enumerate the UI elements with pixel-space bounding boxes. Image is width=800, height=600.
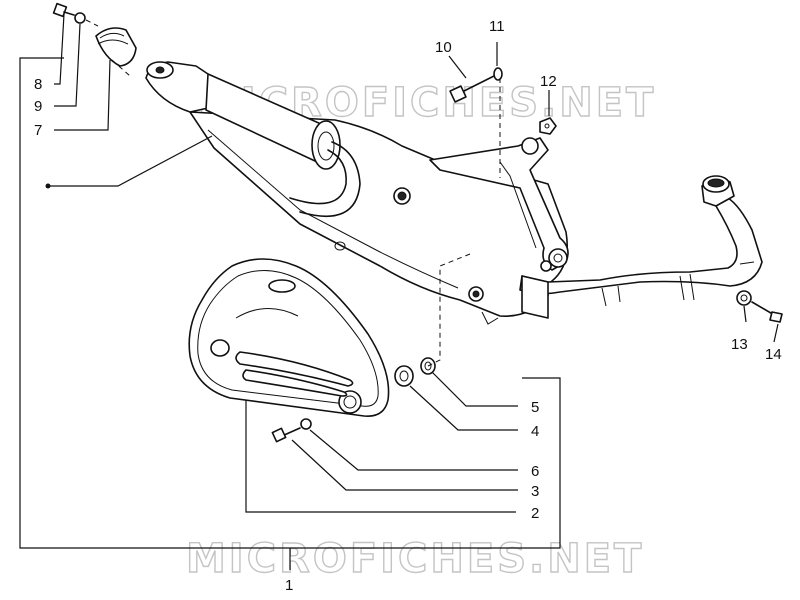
leader-lines	[19, 13, 779, 570]
heat-shield	[188, 258, 390, 417]
callout-11: 11	[489, 18, 505, 35]
callout-10: 10	[435, 39, 452, 56]
callout-5: 5	[531, 399, 539, 416]
watermark-bottom: MICROFICHES.NET	[186, 536, 644, 582]
tail-cover-parts	[52, 2, 137, 67]
screw-washer-shield	[271, 418, 312, 443]
callout-4: 4	[531, 423, 539, 440]
callout-2: 2	[531, 505, 539, 522]
callout-9: 9	[34, 98, 42, 115]
callout-6: 6	[531, 463, 539, 480]
callout-7: 7	[34, 122, 42, 139]
callout-8: 8	[34, 76, 42, 93]
spacer-parts	[394, 357, 436, 387]
callout-13: 13	[731, 336, 748, 353]
nut-12	[539, 117, 557, 135]
callout-14: 14	[765, 346, 782, 363]
bolt-10-11	[449, 67, 503, 178]
callout-3: 3	[531, 483, 539, 500]
callout-1: 1	[285, 577, 293, 594]
exhaust-header-pipe	[519, 175, 783, 323]
guide-line-cover	[111, 59, 131, 77]
muffler-assembly	[145, 61, 569, 325]
callout-12: 12	[540, 73, 557, 90]
callout-labels: 1 2 3 4 5 6 7 8 9 10 11 12 13 14	[34, 18, 782, 594]
